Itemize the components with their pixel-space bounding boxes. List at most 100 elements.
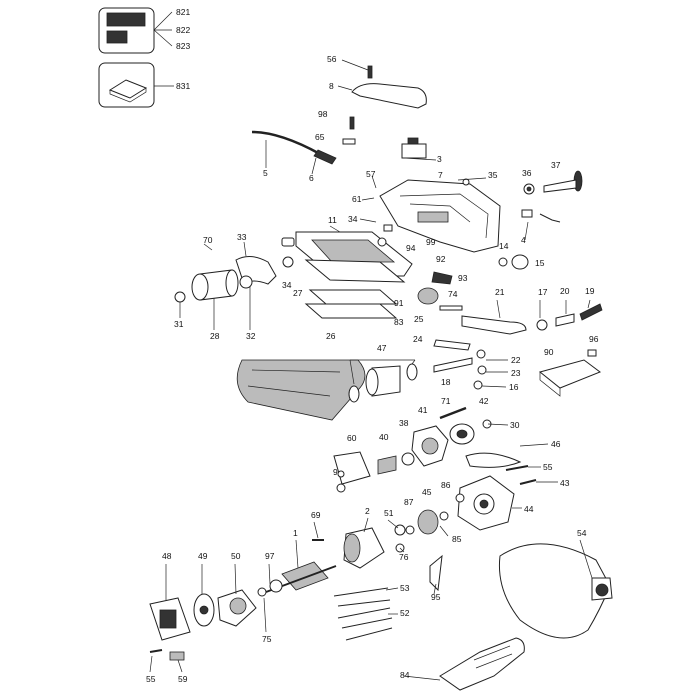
callout-38: 38 [399, 418, 409, 428]
callout-822: 822 [176, 25, 190, 35]
drive-roller-47 [348, 359, 418, 403]
callout-83: 83 [394, 317, 404, 327]
callout-11: 11 [328, 215, 337, 225]
callout-32: 32 [246, 331, 256, 341]
callout-42: 42 [479, 396, 489, 406]
field-stator-2 [343, 527, 385, 569]
callout-22: 22 [511, 355, 521, 365]
callout-5: 5 [263, 168, 268, 178]
rear-handle-84 [403, 637, 525, 691]
rear-components [417, 254, 603, 351]
callout-90: 90 [544, 347, 554, 357]
callout-17: 17 [538, 287, 548, 297]
callout-53: 53 [400, 583, 410, 593]
sanding-belt [236, 359, 366, 421]
callout-46: 46 [551, 439, 561, 449]
callout-34a: 34 [348, 214, 358, 224]
callout-37: 37 [551, 160, 561, 170]
callout-70: 70 [203, 235, 213, 245]
callout-16: 16 [509, 382, 519, 392]
callout-7: 7 [438, 170, 443, 180]
power-cord [251, 116, 356, 175]
end-cap-group [149, 589, 257, 661]
callout-65: 65 [315, 132, 325, 142]
callout-47: 47 [377, 343, 387, 353]
callout-40: 40 [379, 432, 389, 442]
leader-lines [149, 175, 593, 673]
armature-1 [257, 539, 337, 597]
callout-6: 6 [309, 173, 314, 183]
callout-87: 87 [404, 497, 414, 507]
callout-24: 24 [413, 334, 423, 344]
callout-60: 60 [347, 433, 357, 443]
callout-55b: 55 [146, 674, 156, 684]
callout-26: 26 [326, 331, 336, 341]
callout-54: 54 [577, 528, 587, 538]
callout-23: 23 [511, 368, 521, 378]
dust-bag-54 [498, 543, 613, 639]
callout-labels: 821 822 823 831 56 8 98 65 5 6 3 7 35 36… [146, 7, 599, 684]
callout-20: 20 [560, 286, 570, 296]
callout-93: 93 [458, 273, 468, 283]
main-housing [379, 178, 501, 253]
callout-31: 31 [174, 319, 184, 329]
callout-9: 9 [333, 467, 338, 477]
small-parts-4 [521, 209, 561, 223]
top-handle [337, 59, 427, 109]
callout-52: 52 [400, 608, 410, 618]
callout-94: 94 [406, 243, 416, 253]
callout-56: 56 [327, 54, 337, 64]
callout-74: 74 [448, 289, 458, 299]
callout-34b: 34 [282, 280, 292, 290]
callout-95: 95 [431, 592, 441, 602]
gear-housing-44 [455, 475, 515, 531]
callout-36: 36 [522, 168, 532, 178]
callout-15: 15 [535, 258, 545, 268]
gear-37 [523, 170, 583, 195]
callout-43: 43 [560, 478, 570, 488]
callout-55a: 55 [543, 462, 553, 472]
callout-14: 14 [499, 241, 509, 251]
callout-823: 823 [176, 41, 190, 51]
callout-8: 8 [329, 81, 334, 91]
callout-30: 30 [510, 420, 520, 430]
callout-51: 51 [384, 508, 394, 518]
platen-assembly [281, 224, 413, 319]
callout-821: 821 [176, 7, 190, 17]
callout-97: 97 [265, 551, 275, 561]
callout-61: 61 [352, 194, 362, 204]
callout-45: 45 [422, 487, 432, 497]
callout-50: 50 [231, 551, 241, 561]
shaft-18 [433, 357, 473, 373]
callout-18: 18 [441, 377, 451, 387]
gear-45 [394, 509, 449, 553]
callout-49: 49 [198, 551, 208, 561]
callout-19: 19 [585, 286, 595, 296]
dust-plate-90 [473, 349, 602, 397]
callout-1: 1 [293, 528, 298, 538]
callout-92: 92 [436, 254, 446, 264]
callout-76: 76 [399, 552, 409, 562]
callout-48: 48 [162, 551, 172, 561]
callout-84: 84 [400, 670, 410, 680]
callout-99: 99 [426, 237, 436, 247]
callout-831: 831 [176, 81, 190, 91]
callout-57: 57 [366, 169, 376, 179]
callout-3: 3 [437, 154, 442, 164]
callout-75: 75 [262, 634, 272, 644]
callout-86: 86 [441, 480, 451, 490]
brush-leads [333, 554, 443, 641]
callout-96: 96 [589, 334, 599, 344]
callout-2: 2 [365, 506, 370, 516]
callout-69: 69 [311, 510, 321, 520]
callout-85: 85 [452, 534, 462, 544]
callout-4: 4 [521, 235, 526, 245]
callout-41: 41 [418, 405, 428, 415]
callout-98: 98 [318, 109, 328, 119]
callout-28: 28 [210, 331, 220, 341]
manual-box [98, 62, 174, 108]
callout-44: 44 [524, 504, 534, 514]
callout-35: 35 [488, 170, 498, 180]
gearbox-assembly [333, 406, 537, 493]
